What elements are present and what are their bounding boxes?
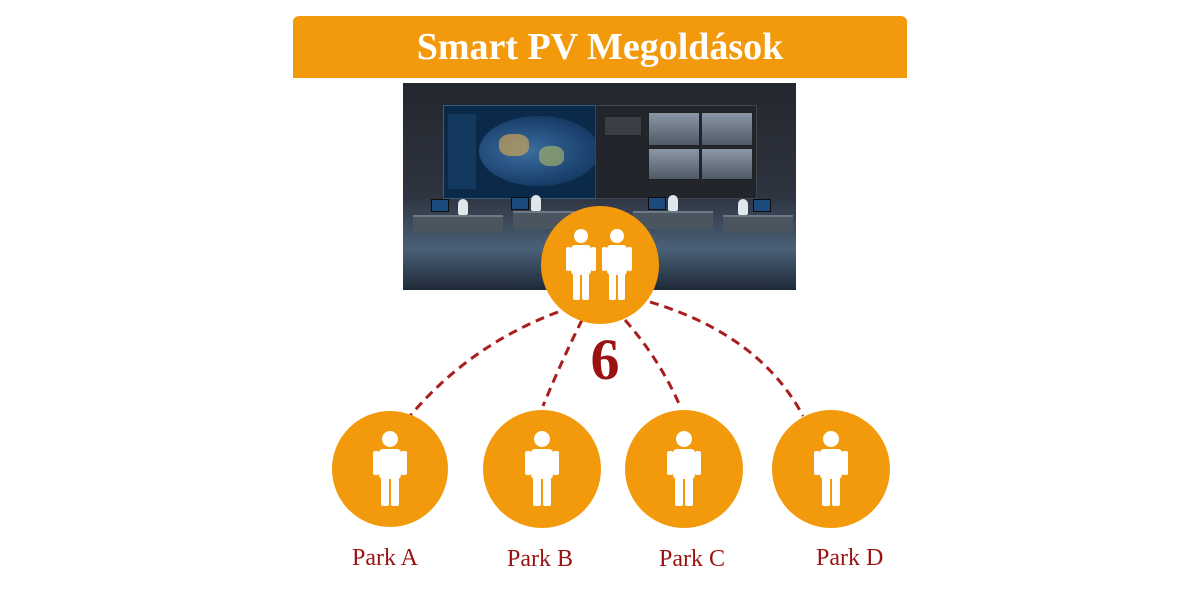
camera-wall-screen bbox=[595, 105, 757, 199]
operator-figure bbox=[458, 199, 468, 215]
park-label-a: Park A bbox=[352, 545, 418, 571]
park-label-b: Park B bbox=[507, 546, 573, 572]
park-label-d: Park D bbox=[816, 545, 884, 571]
person-icon bbox=[373, 431, 407, 506]
control-panel bbox=[604, 116, 642, 136]
connector-line bbox=[649, 300, 805, 417]
camera-feed bbox=[701, 148, 753, 180]
connector-line bbox=[408, 310, 559, 417]
monitor bbox=[431, 199, 449, 212]
desk bbox=[633, 211, 713, 229]
monitor bbox=[648, 197, 666, 210]
operator-figure bbox=[668, 195, 678, 211]
camera-feed bbox=[701, 112, 753, 146]
monitor bbox=[511, 197, 529, 210]
connector-line bbox=[541, 319, 584, 407]
park-node-c bbox=[625, 410, 743, 528]
desk bbox=[723, 215, 793, 233]
team-size-number: 6 bbox=[590, 327, 620, 392]
page-title: Smart PV Megoldások bbox=[416, 26, 784, 68]
desk bbox=[413, 215, 503, 233]
person-icon bbox=[525, 431, 559, 506]
monitor bbox=[753, 199, 771, 212]
park-node-a bbox=[332, 411, 448, 527]
camera-feed bbox=[648, 112, 700, 146]
central-team-node bbox=[541, 206, 659, 324]
operator-figure bbox=[738, 199, 748, 215]
park-label-c: Park C bbox=[659, 546, 725, 572]
two-people-icon bbox=[566, 229, 632, 300]
control-room-photo bbox=[403, 83, 796, 290]
operator-figure bbox=[531, 195, 541, 211]
person-icon bbox=[667, 431, 701, 506]
camera-feed bbox=[648, 148, 700, 180]
connector-line bbox=[623, 319, 682, 407]
park-node-b bbox=[483, 410, 601, 528]
title-banner: Smart PV Megoldások bbox=[293, 16, 907, 78]
park-node-d bbox=[772, 410, 890, 528]
person-icon bbox=[814, 431, 848, 506]
